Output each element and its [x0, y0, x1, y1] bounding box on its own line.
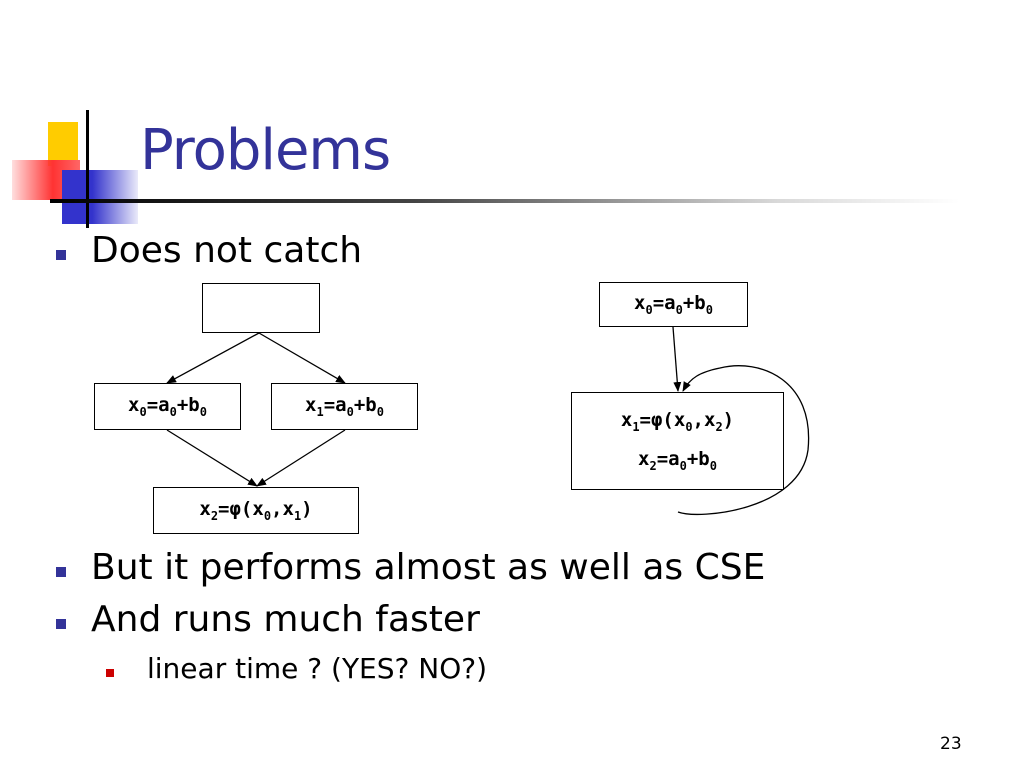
edge-entry-to-loop: [672, 326, 682, 392]
bullet-runs-faster: And runs much faster: [91, 599, 480, 640]
edge-right-to-join: [256, 429, 346, 487]
slide-title: Problems: [140, 118, 391, 183]
right-branch-block: x1=a0+b0: [271, 383, 418, 430]
sub-bullet-linear-time: linear time ? (YES? NO?): [147, 652, 488, 685]
title-decoration: [0, 100, 140, 230]
loop-entry-text: x0=a0+b0: [634, 292, 713, 317]
empty-entry-block: [202, 283, 320, 333]
bullet-does-not-catch: Does not catch: [91, 230, 363, 271]
bullet-marker: [56, 250, 66, 260]
join-block: x2=φ(x0,x1): [153, 487, 359, 534]
left-branch-block: x0=a0+b0: [94, 383, 241, 430]
bullet-marker: [56, 619, 66, 629]
deco-yellow-square: [48, 122, 78, 166]
deco-blue-square: [62, 170, 138, 224]
deco-vertical-line: [86, 110, 89, 228]
title-rule: [50, 199, 960, 203]
edge-loop-back: [677, 365, 810, 515]
join-phi-text: x2=φ(x0,x1): [199, 498, 313, 523]
loop-assign-text: x2=a0+b0: [638, 448, 717, 473]
loop-entry-block: x0=a0+b0: [599, 282, 748, 327]
loop-phi-text: x1=φ(x0,x2): [620, 409, 735, 434]
edge-left-to-join: [166, 429, 258, 487]
bullet-performs: But it performs almost as well as CSE: [91, 547, 766, 588]
sub-bullet-marker: [106, 669, 114, 677]
left-branch-text: x0=a0+b0: [128, 394, 207, 419]
right-branch-text: x1=a0+b0: [305, 394, 384, 419]
edge-top-to-right: [258, 332, 346, 384]
loop-body-block: x1=φ(x0,x2) x2=a0+b0: [571, 392, 784, 490]
page-number: 23: [940, 734, 962, 754]
edge-top-to-left: [166, 332, 260, 384]
bullet-marker: [56, 567, 66, 577]
